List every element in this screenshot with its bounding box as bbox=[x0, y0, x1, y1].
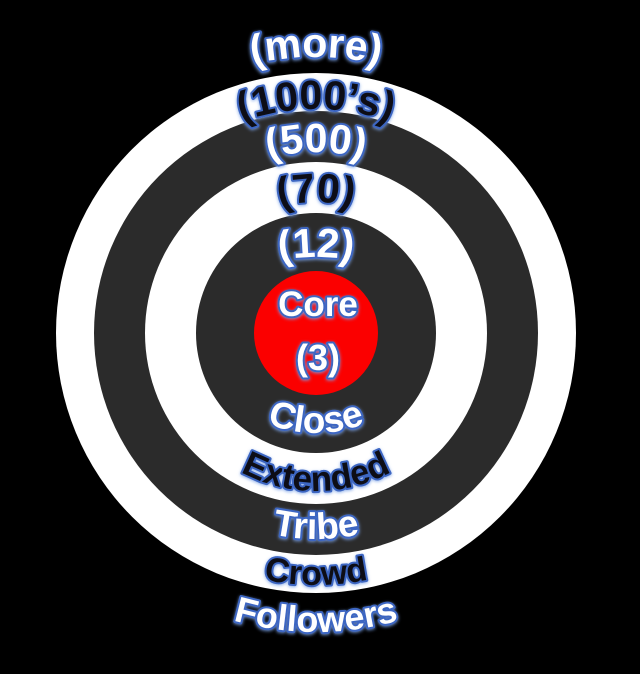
label-core: Core bbox=[278, 285, 358, 324]
label-tribe-name: Tribe bbox=[271, 502, 361, 547]
label-crowd-name: Crowd bbox=[262, 550, 370, 593]
label-core-count: (3) bbox=[296, 337, 340, 378]
label-followers-name: Followers bbox=[231, 588, 401, 640]
core-circle bbox=[254, 271, 378, 395]
label-followers-count: (more) bbox=[245, 20, 387, 73]
